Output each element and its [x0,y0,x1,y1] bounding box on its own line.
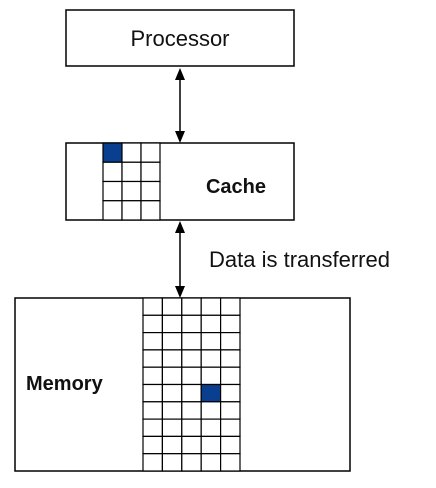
cache-grid-cell [102,161,123,183]
memory-grid-cell [181,401,202,420]
memory-grid-cell [200,418,222,438]
memory-grid-cell [142,418,163,438]
memory-grid-cell [220,383,241,403]
memory-grid-cell [161,332,183,351]
memory-grid-cell [220,332,241,351]
memory-grid-cell [142,435,163,455]
memory-grid-cell [200,401,222,420]
memory-grid-cell [161,297,183,316]
memory-label: Memory [26,373,104,395]
cache-grid-cell [121,142,142,163]
cache-grid-cell [121,200,142,221]
memory-grid-cell [142,453,163,472]
cache-grid-cell [102,200,123,221]
memory-grid-cell [181,314,202,334]
memory-grid-cell [142,349,163,368]
processor-box [65,9,295,67]
memory-grid-cell [181,332,202,351]
memory-grid-cell [161,418,183,438]
memory-grid-cell [220,401,241,420]
memory-grid-cell [200,314,222,334]
processor-block: Processor [65,9,295,67]
cache-memory-arrow-head-down [175,286,185,298]
memory-grid-cell [181,453,202,472]
cache-grid-cell [121,180,142,202]
memory-grid-cell [200,435,222,455]
memory-grid-cell [161,366,183,386]
memory-grid [142,297,241,472]
processor-cache-arrow-head-down [175,131,185,143]
memory-grid-cell [161,453,183,472]
memory-grid-cell [200,453,222,472]
memory-grid-cell [220,349,241,368]
memory-grid-cell [142,401,163,420]
memory-grid-cell [161,435,183,455]
cache-memory-arrow-head-up [175,221,185,233]
cache-grid-cell [121,161,142,183]
memory-grid-cell [161,401,183,420]
memory-grid-cell-highlighted [200,383,222,403]
cache-grid-cell [140,142,161,163]
memory-grid-cell [181,418,202,438]
cache-grid-cell [102,180,123,202]
memory-block: Memory [14,297,351,472]
transfer-label: Data is transferred [209,247,390,272]
processor-label: Processor [130,26,229,51]
cache-grid-cell [140,200,161,221]
memory-grid-cell [200,332,222,351]
memory-grid-cell [220,366,241,386]
memory-grid-cell [200,349,222,368]
cache-block: Cache [65,142,295,221]
cache-grid-cell [140,161,161,183]
memory-grid-cell [161,383,183,403]
memory-grid-cell [142,314,163,334]
processor-cache-arrow [175,68,185,143]
memory-grid-cell [220,297,241,316]
memory-grid-cell [142,383,163,403]
memory-grid-cell [181,366,202,386]
processor-cache-arrow-head-up [175,68,185,80]
memory-grid-cell [181,297,202,316]
memory-grid-cell [220,418,241,438]
memory-grid-cell [220,453,241,472]
memory-grid-cell [142,332,163,351]
memory-grid-cell [181,349,202,368]
memory-grid-cell [200,366,222,386]
memory-grid-cell [181,435,202,455]
cache-memory-arrow [175,221,185,298]
cache-label: Cache [206,176,266,198]
memory-grid-cell [220,314,241,334]
memory-grid-cell [161,349,183,368]
cache-grid-cell [140,180,161,202]
memory-grid-cell [220,435,241,455]
memory-grid-cell [200,297,222,316]
memory-grid-cell [181,383,202,403]
memory-grid-cell [142,297,163,316]
memory-grid-cell [161,314,183,334]
cache-grid-cell-highlighted [102,142,123,163]
memory-grid-cell [142,366,163,386]
cache-grid [102,142,161,221]
